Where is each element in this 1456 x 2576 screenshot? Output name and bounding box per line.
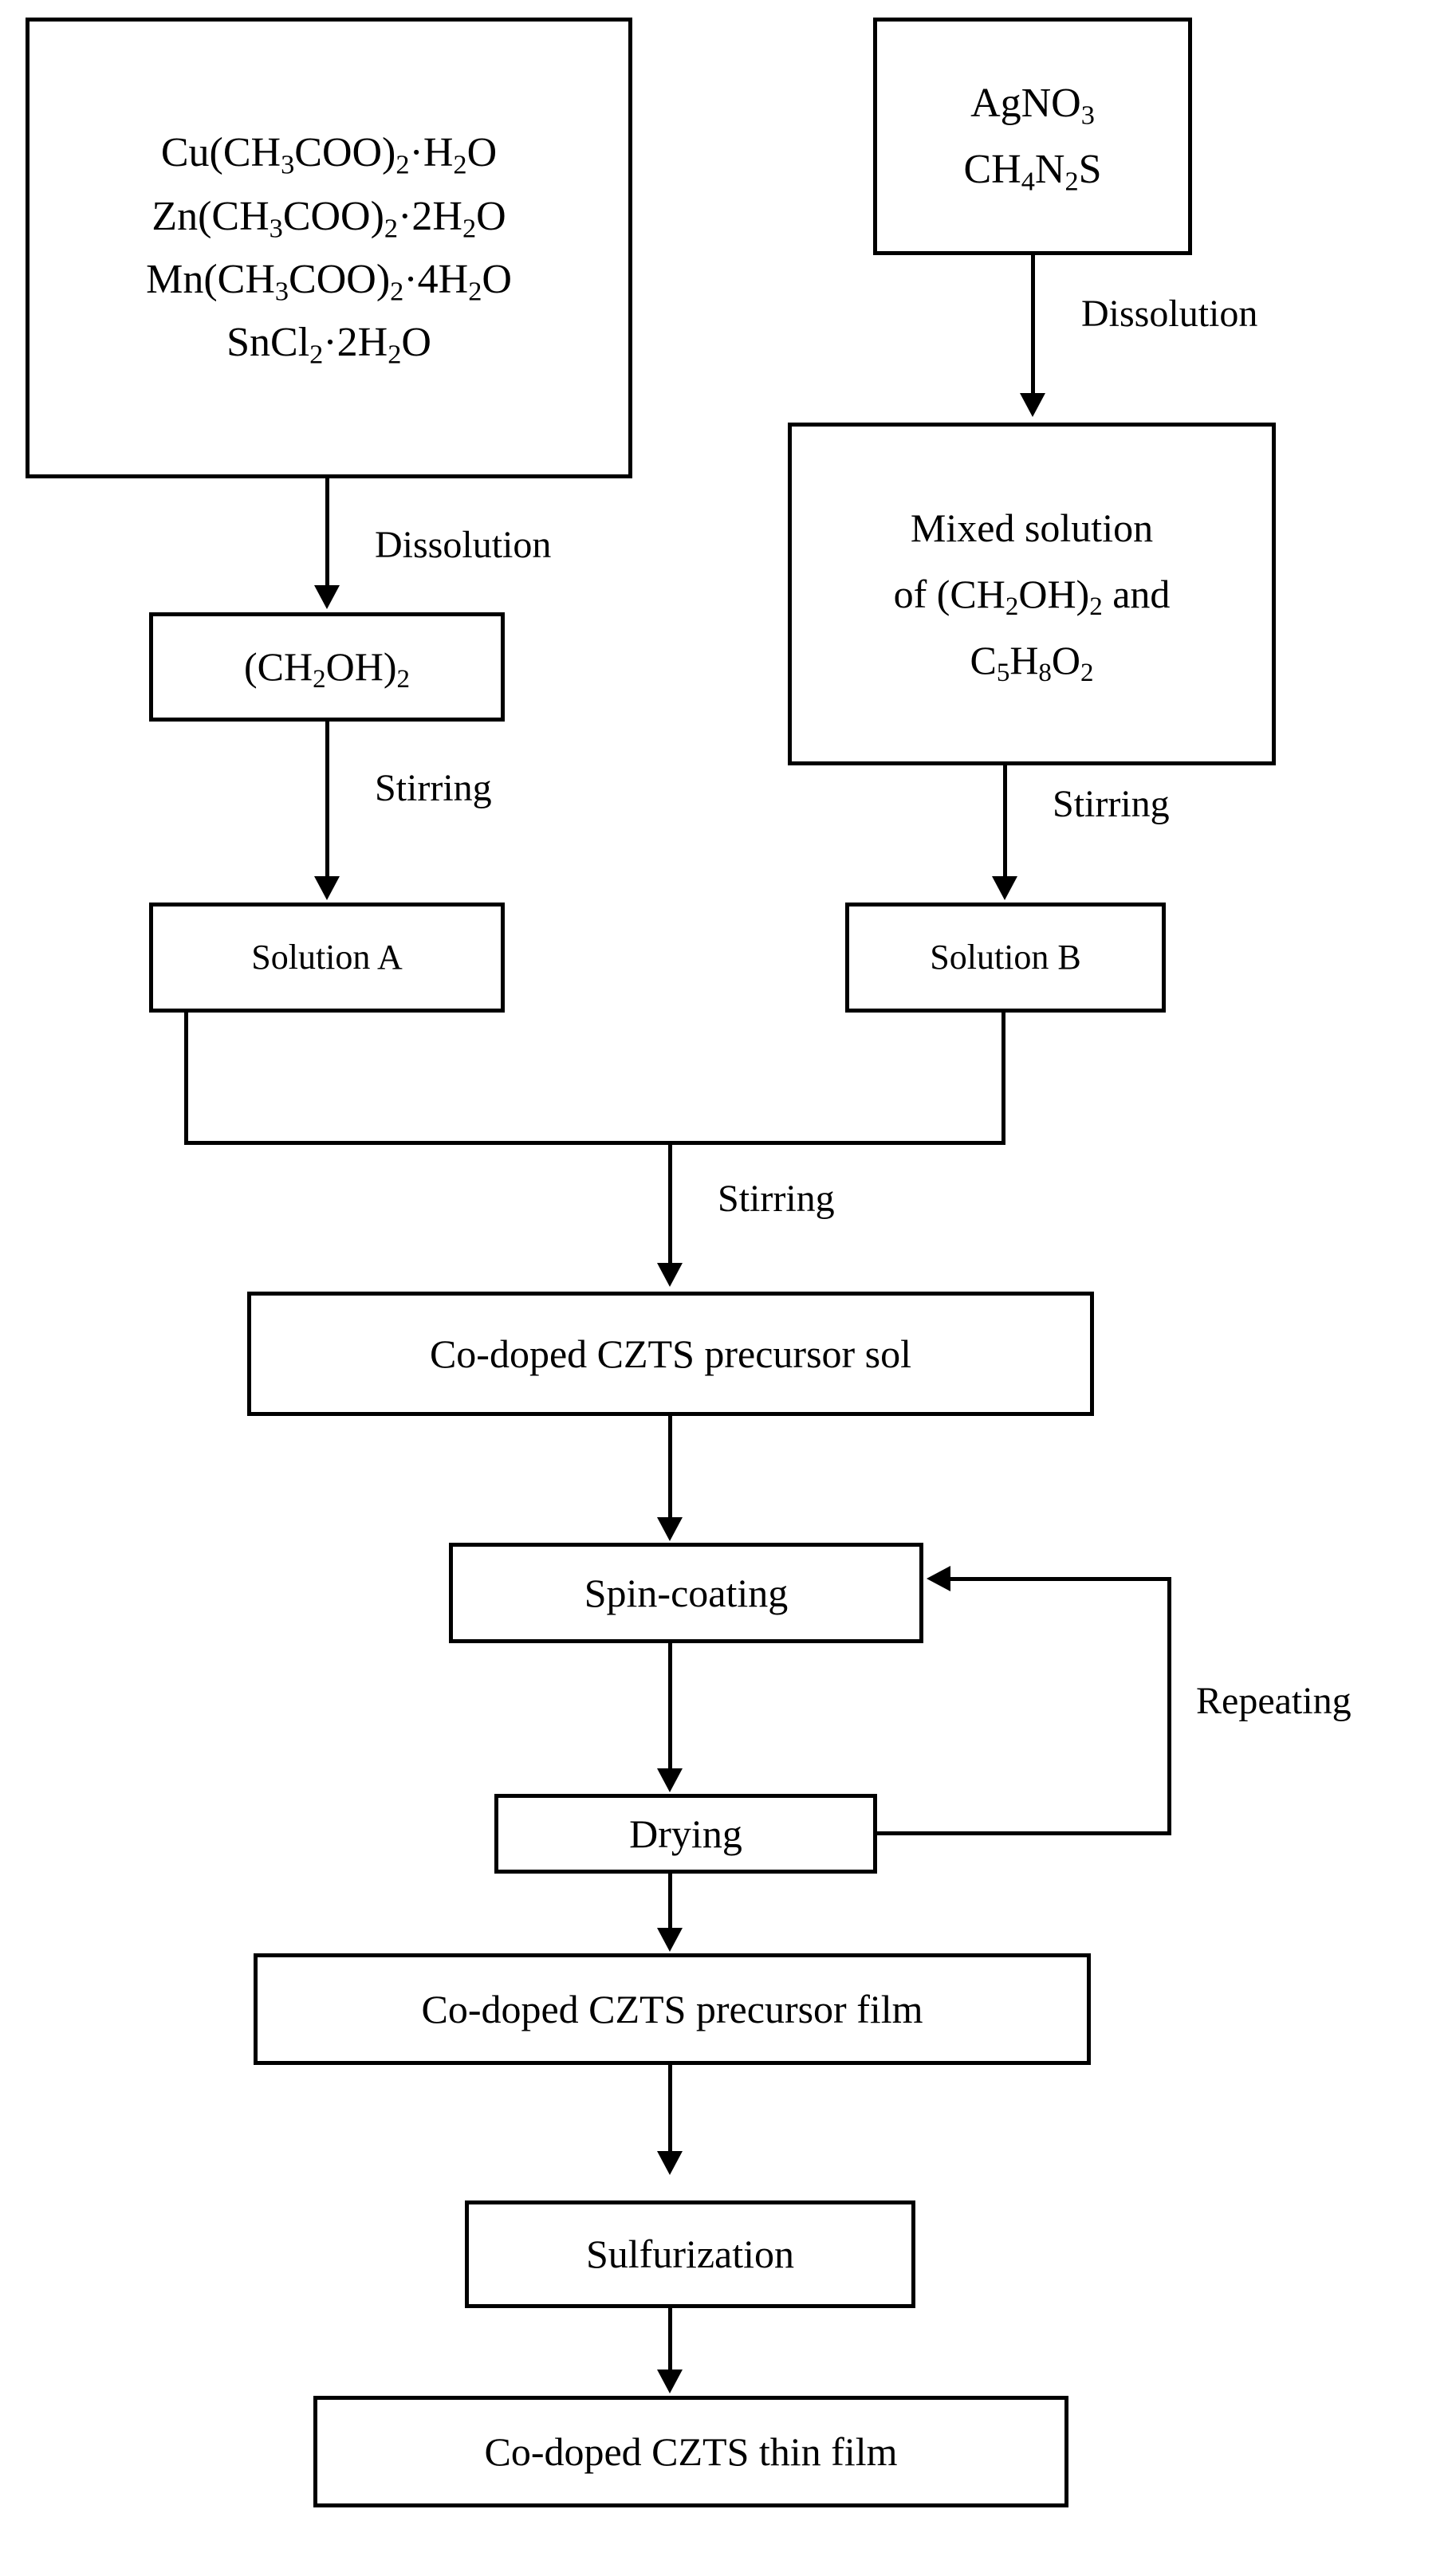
sulfurization-box: Sulfurization xyxy=(465,2200,915,2308)
connector-solution-a-down xyxy=(184,1013,188,1145)
thin-film-label: Co-doped CZTS thin film xyxy=(484,2429,898,2474)
thin-film-box: Co-doped CZTS thin film xyxy=(313,2396,1068,2507)
mixed-solvent-line-1: Mixed solution xyxy=(910,505,1154,550)
mixed-solvent-line-2: of (CH2OH)2 and xyxy=(893,571,1171,621)
connector-solution-b-down xyxy=(1001,1013,1005,1145)
arrowhead-spin-to-drying xyxy=(657,1768,683,1792)
connector-drying-to-film xyxy=(668,1874,672,1929)
arrowhead-metals-to-solvent xyxy=(314,585,340,609)
connector-spin-to-drying xyxy=(668,1643,672,1771)
ethylene-glycol-box: (CH2OH)2 xyxy=(149,612,505,722)
connector-merge-horizontal xyxy=(184,1141,1005,1145)
connector-repeat-bottom xyxy=(877,1831,1171,1835)
edge-label-dissolution-right: Dissolution xyxy=(1081,293,1258,335)
reagent-line-ag: AgNO3 xyxy=(970,80,1095,131)
reagent-line-zn: Zn(CH3COO)2·2H2O xyxy=(152,193,506,244)
sulfurization-label: Sulfurization xyxy=(585,2232,795,2276)
connector-sol-to-spin xyxy=(668,1416,672,1520)
ethylene-glycol-label: (CH2OH)2 xyxy=(244,644,410,694)
connector-mixed-to-solution-b xyxy=(1003,765,1007,878)
sulfur-precursors-box: AgNO3 CH4N2S xyxy=(873,18,1192,255)
connector-solvent-to-solution-a xyxy=(325,722,329,878)
reagent-line-cu: Cu(CH3COO)2·H2O xyxy=(160,130,498,180)
solution-a-label: Solution A xyxy=(251,938,403,977)
arrowhead-sol-to-spin xyxy=(657,1517,683,1541)
spin-coating-label: Spin-coating xyxy=(584,1570,789,1615)
connector-repeat-right xyxy=(1167,1577,1171,1835)
arrowhead-repeat-to-spin xyxy=(927,1566,950,1591)
connector-sulfur-to-mixed xyxy=(1031,255,1035,395)
connector-film-to-sulfurization xyxy=(668,2065,672,2153)
arrowhead-mixed-to-solution-b xyxy=(992,876,1017,900)
edge-label-dissolution-left: Dissolution xyxy=(375,524,552,566)
metal-precursors-box: Cu(CH3COO)2·H2O Zn(CH3COO)2·2H2O Mn(CH3C… xyxy=(26,18,632,478)
precursor-film-label: Co-doped CZTS precursor film xyxy=(421,1986,923,2031)
edge-label-stirring-left: Stirring xyxy=(375,767,492,809)
reagent-line-sn: SnCl2·2H2O xyxy=(226,320,431,370)
arrowhead-sulfur-to-mixed xyxy=(1020,393,1045,417)
mixed-solvent-box: Mixed solution of (CH2OH)2 and C5H8O2 xyxy=(788,423,1276,765)
reagent-line-thiourea: CH4N2S xyxy=(963,147,1102,197)
precursor-film-box: Co-doped CZTS precursor film xyxy=(254,1953,1091,2065)
connector-sulfurization-to-thinfilm xyxy=(668,2308,672,2372)
drying-label: Drying xyxy=(629,1811,742,1856)
precursor-sol-label: Co-doped CZTS precursor sol xyxy=(429,1331,912,1376)
arrowhead-merge-to-sol xyxy=(657,1263,683,1287)
solution-a-box: Solution A xyxy=(149,903,505,1013)
arrowhead-sulfurization-to-thinfilm xyxy=(657,2370,683,2393)
edge-label-stirring-merge: Stirring xyxy=(718,1178,835,1220)
arrowhead-drying-to-film xyxy=(657,1928,683,1952)
edge-label-stirring-right: Stirring xyxy=(1053,783,1170,825)
connector-merge-to-sol xyxy=(668,1141,672,1264)
arrowhead-solvent-to-solution-a xyxy=(314,876,340,900)
edge-label-repeating: Repeating xyxy=(1196,1680,1352,1722)
arrowhead-film-to-sulfurization xyxy=(657,2151,683,2175)
solution-b-box: Solution B xyxy=(845,903,1166,1013)
drying-box: Drying xyxy=(494,1794,877,1874)
solution-b-label: Solution B xyxy=(930,938,1081,977)
reagent-line-mn: Mn(CH3COO)2·4H2O xyxy=(146,257,512,307)
connector-repeat-top xyxy=(950,1577,1171,1581)
mixed-solvent-line-3: C5H8O2 xyxy=(970,637,1094,687)
connector-metals-to-solvent xyxy=(325,478,329,587)
precursor-sol-box: Co-doped CZTS precursor sol xyxy=(247,1292,1094,1416)
spin-coating-box: Spin-coating xyxy=(449,1543,923,1643)
